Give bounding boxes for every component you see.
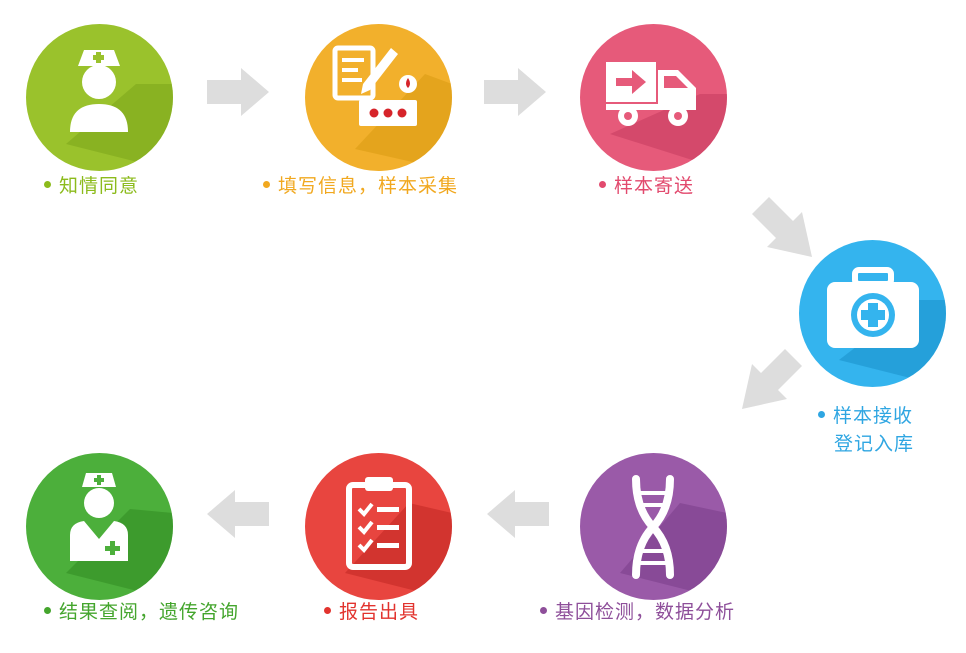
delivery-truck-icon — [606, 62, 727, 171]
bullet-dot — [324, 607, 331, 614]
form-blood-sample-icon — [332, 45, 452, 171]
bullet-dot — [540, 607, 547, 614]
step-circle — [26, 24, 173, 171]
arrow-left-icon — [487, 490, 549, 538]
step-label-text: 基因检测，数据分析 — [555, 601, 736, 623]
step-circle — [305, 24, 452, 171]
arrow-right-icon — [207, 68, 269, 116]
doctor-icon — [66, 473, 173, 600]
arrow-left-icon — [207, 490, 269, 538]
step-circle — [305, 453, 452, 600]
clipboard-checklist-icon — [345, 477, 452, 600]
arrow-right-icon — [484, 68, 546, 116]
step-label-text: 填写信息，样本采集 — [278, 175, 459, 197]
bullet-dot — [44, 607, 51, 614]
step-label-text-line1: 样本接收 — [833, 405, 914, 427]
arrow-down-right-icon — [752, 197, 812, 257]
step-label: 样本寄送 — [599, 172, 694, 201]
nurse-icon — [66, 50, 173, 171]
step-circle — [799, 240, 946, 387]
step-circle — [580, 453, 727, 600]
step-label-text: 知情同意 — [59, 175, 140, 197]
step-label: 报告出具 — [324, 598, 419, 627]
dna-icon — [620, 475, 727, 600]
step-label-text: 样本寄送 — [614, 175, 695, 197]
step-label-text: 报告出具 — [339, 601, 420, 623]
step-label-text: 结果查阅，遗传咨询 — [59, 601, 240, 623]
step-label-text-line2: 登记入库 — [834, 433, 915, 455]
step-label: 知情同意 — [44, 172, 139, 201]
step-label: 基因检测，数据分析 — [540, 598, 735, 627]
bullet-dot — [44, 181, 51, 188]
step-circle — [580, 24, 727, 171]
step-label-line2: 登记入库 — [834, 430, 914, 459]
step-label: 样本接收 — [818, 402, 913, 431]
step-label: 结果查阅，遗传咨询 — [44, 598, 239, 627]
bullet-dot — [818, 411, 825, 418]
bullet-dot — [263, 181, 270, 188]
bullet-dot — [599, 181, 606, 188]
arrow-down-left-icon — [742, 349, 802, 409]
medical-kit-icon — [827, 267, 946, 387]
step-label: 填写信息，样本采集 — [263, 172, 458, 201]
step-circle — [26, 453, 173, 600]
